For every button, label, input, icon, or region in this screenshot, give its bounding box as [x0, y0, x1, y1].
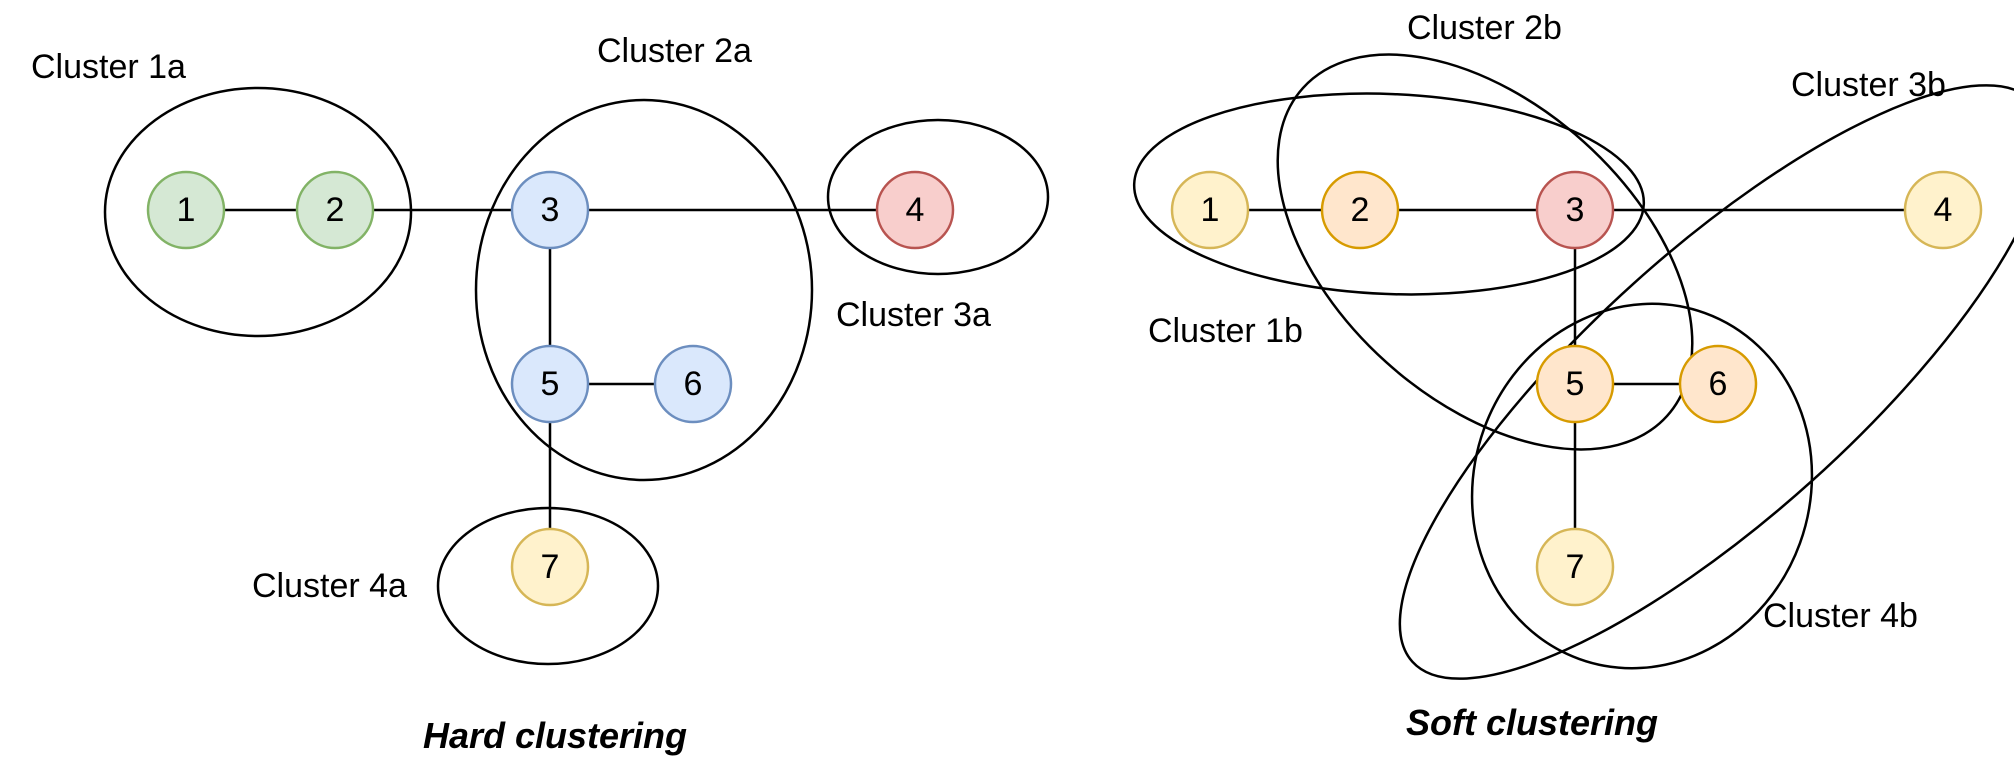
- soft-cluster-1b-label: Cluster 1b: [1148, 312, 1303, 350]
- hard-node-6: 6: [653, 344, 733, 424]
- soft-cluster-1b-outline: [1132, 92, 1646, 296]
- soft-node-5: 5: [1535, 344, 1615, 424]
- hard-cluster-3a-outline: [826, 118, 1050, 276]
- hard-node-4-circle: [875, 170, 955, 250]
- soft-node-4-circle: [1903, 170, 1983, 250]
- hard-cluster-4a-label: Cluster 4a: [252, 567, 407, 605]
- hard-node-3: 3: [510, 170, 590, 250]
- soft-node-6: 6: [1678, 344, 1758, 424]
- soft-node-4-label: 4: [1934, 191, 1953, 229]
- hard-node-1: 1: [146, 170, 226, 250]
- hard-cluster-4a-outline: [436, 506, 660, 666]
- soft-cluster-4b-outline: [1470, 302, 1814, 670]
- soft-node-3-circle: [1535, 170, 1615, 250]
- hard-cluster-1a-label: Cluster 1a: [31, 48, 186, 86]
- soft-node-1: 1: [1170, 170, 1250, 250]
- soft-node-3-label: 3: [1566, 191, 1585, 229]
- soft-cluster-4b-label: Cluster 4b: [1763, 597, 1918, 635]
- soft-node-6-label: 6: [1709, 365, 1728, 403]
- soft-clustering-caption: Soft clustering: [1406, 702, 1658, 743]
- soft-node-2-label: 2: [1351, 191, 1370, 229]
- hard-node-7: 7: [510, 527, 590, 607]
- hard-node-2-circle: [295, 170, 375, 250]
- hard-node-5-label: 5: [541, 365, 560, 403]
- soft-node-7-circle: [1535, 527, 1615, 607]
- hard-node-5-circle: [510, 344, 590, 424]
- soft-cluster-3b-label: Cluster 3b: [1791, 66, 1946, 104]
- hard-clustering-caption: Hard clustering: [423, 715, 687, 756]
- soft-node-1-label: 1: [1201, 191, 1220, 229]
- hard-node-1-circle: [146, 170, 226, 250]
- hard-node-5: 5: [510, 344, 590, 424]
- hard-clustering-panel: Cluster 1a Cluster 2a Cluster 3a Cluster…: [31, 32, 1050, 756]
- hard-node-3-label: 3: [541, 191, 560, 229]
- soft-node-5-label: 5: [1566, 365, 1585, 403]
- hard-node-3-circle: [510, 170, 590, 250]
- soft-node-7-label: 7: [1566, 548, 1585, 586]
- hard-node-2-label: 2: [326, 191, 345, 229]
- soft-node-7: 7: [1535, 527, 1615, 607]
- hard-node-1-label: 1: [177, 191, 196, 229]
- soft-node-2: 2: [1320, 170, 1400, 250]
- soft-clustering-panel: Cluster 1b Cluster 2b Cluster 3b Cluster…: [1132, 9, 2014, 743]
- hard-cluster-1a-outline: [103, 86, 413, 338]
- hard-node-6-circle: [653, 344, 733, 424]
- soft-node-2-circle: [1320, 170, 1400, 250]
- soft-node-1-circle: [1170, 170, 1250, 250]
- soft-node-4: 4: [1903, 170, 1983, 250]
- soft-node-5-circle: [1535, 344, 1615, 424]
- soft-cluster-2b-outline: [1276, 53, 1694, 451]
- hard-cluster-2a-label: Cluster 2a: [597, 32, 752, 70]
- hard-node-7-circle: [510, 527, 590, 607]
- hard-node-2: 2: [295, 170, 375, 250]
- soft-node-6-circle: [1678, 344, 1758, 424]
- hard-node-7-label: 7: [541, 548, 560, 586]
- hard-node-6-label: 6: [684, 365, 703, 403]
- hard-node-4: 4: [875, 170, 955, 250]
- soft-cluster-2b-label: Cluster 2b: [1407, 9, 1562, 47]
- hard-cluster-3a-label: Cluster 3a: [836, 296, 991, 334]
- soft-cluster-3b-outline: [1398, 84, 2014, 680]
- hard-cluster-2a-outline: [474, 98, 814, 482]
- soft-node-3: 3: [1535, 170, 1615, 250]
- hard-node-4-label: 4: [906, 191, 925, 229]
